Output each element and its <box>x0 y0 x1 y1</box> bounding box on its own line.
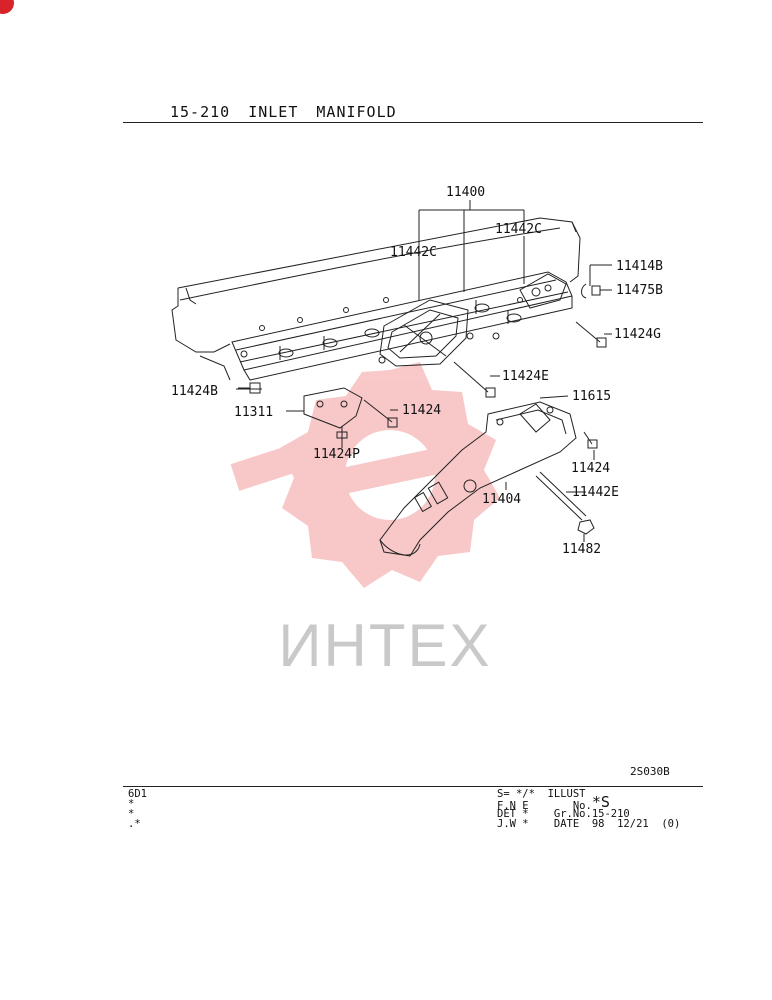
page-title: 15-210 INLET MANIFOLD <box>170 103 397 121</box>
footer-date-line: J.W * DATE 98 12/21 (0) <box>497 818 681 830</box>
sub-parts <box>238 283 607 535</box>
corner-badge <box>0 0 14 14</box>
engine-block <box>171 217 581 381</box>
callout-11424e: 11424E <box>502 369 549 384</box>
footer-rule <box>123 786 703 787</box>
callout-11400: 11400 <box>446 185 485 200</box>
callout-11442c-right: 11442C <box>495 222 542 237</box>
footer-left-block: 6D1 * * .* <box>128 788 147 830</box>
inlet-pipe-11404 <box>379 401 577 557</box>
callout-11424b: 11424B <box>171 384 218 399</box>
title-rule <box>123 122 703 123</box>
footer-model: 6D1 <box>128 788 147 800</box>
footer-illust-no: *S <box>591 793 610 811</box>
callout-labels: 11400 11442C 11442C 11414B 11475B 11424G… <box>171 185 663 557</box>
callout-11414b: 11414B <box>616 259 663 274</box>
footer-group-line: DET * Gr.No.15-210 <box>497 808 630 820</box>
footer-fn-text: F.N E No. <box>497 800 592 812</box>
footer-scale-line: S= */* ILLUST <box>497 788 586 800</box>
callout-11424-center: 11424 <box>402 403 441 418</box>
callout-11424-right: 11424 <box>571 461 610 476</box>
footer-right-block: S= */* ILLUST F.N E No.*S DET * Gr.No.15… <box>497 788 681 830</box>
callout-11442c-left: 11442C <box>390 245 437 260</box>
callout-11442e: 11442E <box>572 485 619 500</box>
callout-11424p: 11424P <box>313 447 360 462</box>
watermark-logo <box>230 362 500 588</box>
callout-11404: 11404 <box>482 492 521 507</box>
leader-lines <box>236 200 612 542</box>
manifold-body <box>231 271 573 381</box>
callout-11482: 11482 <box>562 542 601 557</box>
callout-11311: 11311 <box>234 405 273 420</box>
footer-fn-line: F.N E No.*S <box>497 795 680 812</box>
footer-left-line: * <box>128 808 135 820</box>
callout-11424g: 11424G <box>614 327 661 342</box>
illustration-ref-code: 2S030B <box>630 765 670 778</box>
callout-11615: 11615 <box>572 389 611 404</box>
footer-left-line: * <box>128 798 135 810</box>
footer-left-line: .* <box>128 818 141 830</box>
watermark-text: ИНТЕХ <box>278 612 491 679</box>
callout-11475b: 11475B <box>616 283 663 298</box>
